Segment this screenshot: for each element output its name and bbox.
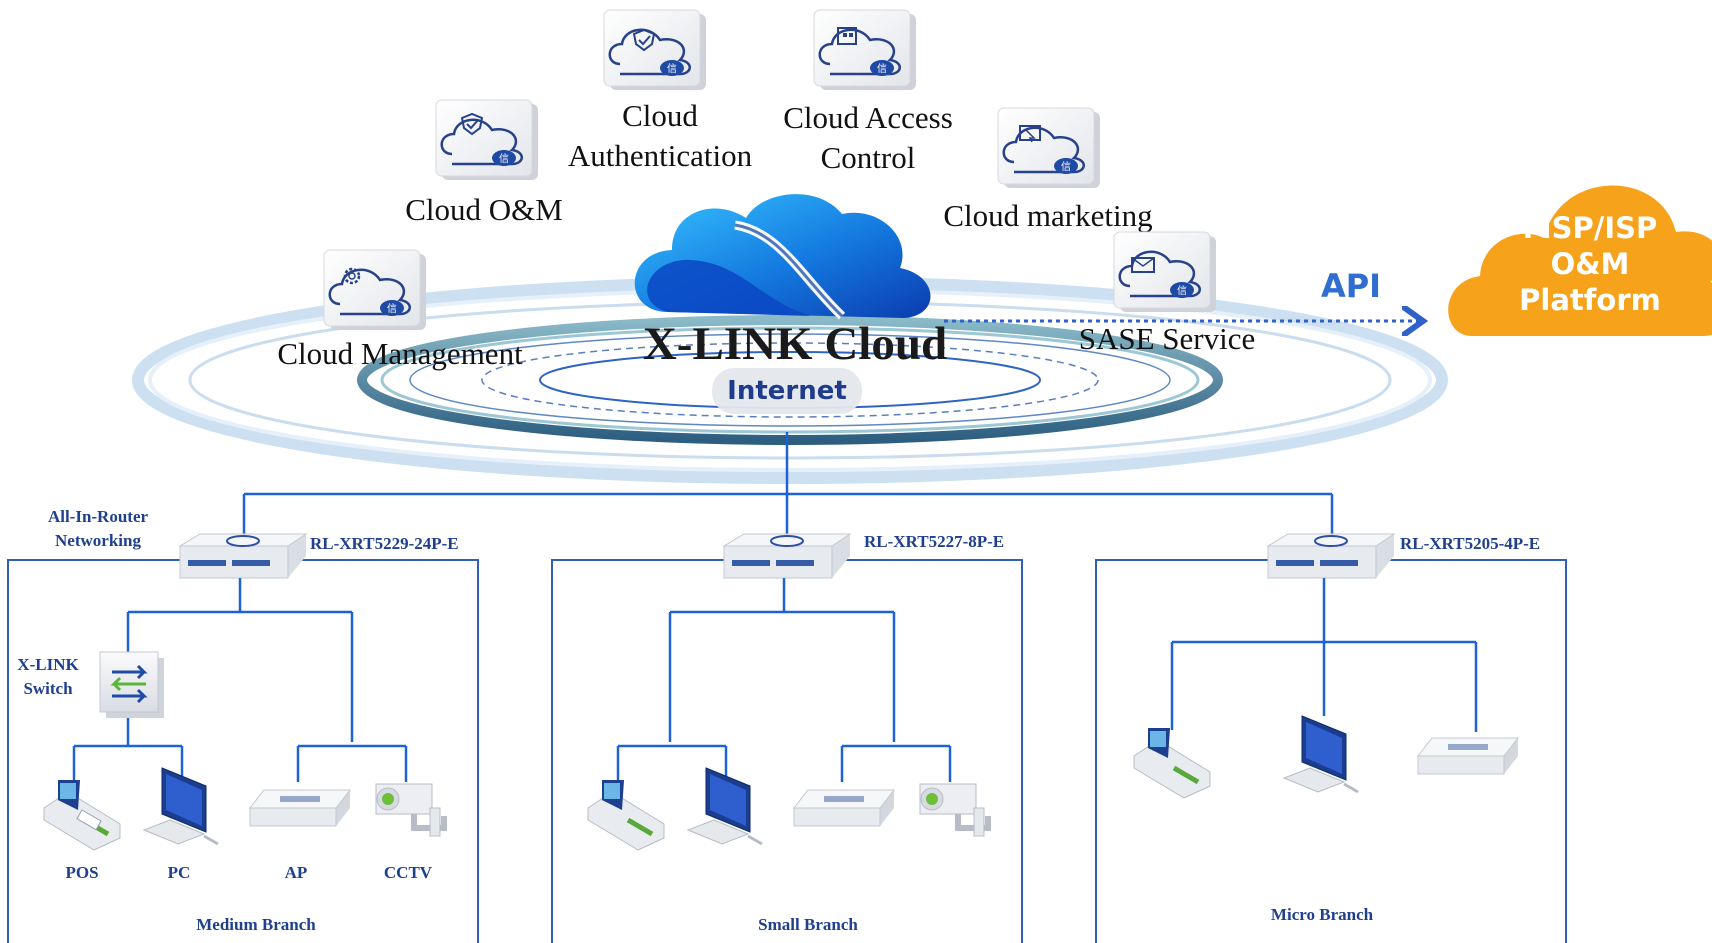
badge-text: 信 bbox=[387, 303, 397, 315]
micro-branch-label: Micro Branch bbox=[1271, 905, 1374, 924]
shield-cloud-icon: 信 bbox=[440, 112, 523, 166]
cctv-camera-icon bbox=[919, 783, 991, 837]
badge-text: 信 bbox=[877, 63, 887, 75]
cloud-management-label: Cloud Management bbox=[277, 336, 523, 371]
cloud-authentication-label-1: Cloud bbox=[622, 98, 698, 133]
cloud-om-tile: 信 bbox=[435, 99, 538, 180]
cctv-camera-icon bbox=[375, 783, 447, 837]
pc-monitor-icon bbox=[142, 767, 219, 846]
switch-icon bbox=[99, 651, 164, 718]
small-branch-label: Small Branch bbox=[758, 915, 858, 934]
platform-label-1: MSP/ISP bbox=[1523, 211, 1658, 245]
badge-text: 信 bbox=[499, 153, 509, 165]
pos-label: POS bbox=[65, 863, 98, 882]
pc-monitor-icon bbox=[686, 767, 763, 846]
medium-branch-label: Medium Branch bbox=[196, 915, 316, 934]
cloud-access-label-2: Control bbox=[821, 140, 916, 175]
small-branch-box bbox=[551, 559, 1023, 943]
api-label: API bbox=[1321, 267, 1381, 305]
x-link-cloud-icon bbox=[634, 194, 931, 320]
shield-cloud-icon: 信 bbox=[608, 28, 691, 76]
micro-router-model: RL-XRT5205-4P-E bbox=[1400, 534, 1540, 553]
badge-text: 信 bbox=[667, 63, 677, 75]
medium-branch-box bbox=[7, 559, 479, 943]
medium-branch-wiring bbox=[72, 578, 408, 782]
pc-label: PC bbox=[168, 863, 191, 882]
badge-text: 信 bbox=[1177, 285, 1187, 297]
cloud-management-tile: 信 bbox=[323, 249, 426, 330]
internet-label: Internet bbox=[727, 376, 847, 406]
ap-label: AP bbox=[285, 863, 308, 882]
cloud-access-label-1: Cloud Access bbox=[783, 100, 953, 135]
trunk-wiring bbox=[242, 432, 1334, 538]
medium-router-model: RL-XRT5229-24P-E bbox=[310, 534, 459, 553]
switch-label-1: X-LINK bbox=[17, 655, 79, 674]
micro-branch-wiring bbox=[1170, 578, 1478, 732]
access-point-icon bbox=[792, 789, 896, 827]
small-router-model: RL-XRT5227-8P-E bbox=[864, 532, 1004, 551]
platform-label-2: O&M bbox=[1551, 247, 1630, 281]
cloud-authentication-tile: 信 bbox=[603, 9, 706, 90]
router-icon bbox=[178, 533, 308, 579]
badge-text: 信 bbox=[1061, 161, 1071, 173]
access-point-icon bbox=[248, 789, 352, 827]
cloud-authentication-label-2: Authentication bbox=[568, 138, 753, 173]
router-intro-label-1: All-In-Router bbox=[48, 507, 149, 526]
sase-service-tile: 信 bbox=[1113, 231, 1216, 312]
router-intro-label-2: Networking bbox=[55, 531, 141, 550]
router-icon bbox=[722, 533, 852, 579]
pc-monitor-icon bbox=[1282, 715, 1359, 794]
platform-label-3: Platform bbox=[1519, 283, 1661, 317]
switch-label-2: Switch bbox=[23, 679, 73, 698]
cloud-access-control-tile: 信 bbox=[813, 9, 916, 90]
cloud-om-label: Cloud O&M bbox=[405, 192, 563, 227]
scan-cloud-icon: 信 bbox=[818, 27, 901, 76]
sase-service-label: SASE Service bbox=[1079, 321, 1256, 356]
pos-terminal-icon bbox=[1133, 728, 1211, 799]
gear-cloud-icon: 信 bbox=[328, 267, 411, 316]
cloud-title: X-LINK Cloud bbox=[643, 318, 947, 370]
cloud-marketing-label: Cloud marketing bbox=[943, 198, 1152, 233]
small-branch-wiring bbox=[616, 578, 952, 782]
cursor-cloud-icon: 信 bbox=[1002, 125, 1085, 174]
pos-terminal-icon bbox=[43, 780, 121, 851]
mail-cloud-icon: 信 bbox=[1118, 250, 1201, 298]
msp-platform-cloud-icon bbox=[1448, 185, 1712, 336]
cloud-marketing-tile: 信 bbox=[997, 107, 1100, 188]
internet-badge: Internet bbox=[712, 368, 862, 414]
pos-terminal-icon bbox=[587, 780, 665, 851]
cctv-label: CCTV bbox=[384, 863, 433, 882]
access-point-icon bbox=[1416, 737, 1520, 775]
router-icon bbox=[1266, 533, 1396, 579]
